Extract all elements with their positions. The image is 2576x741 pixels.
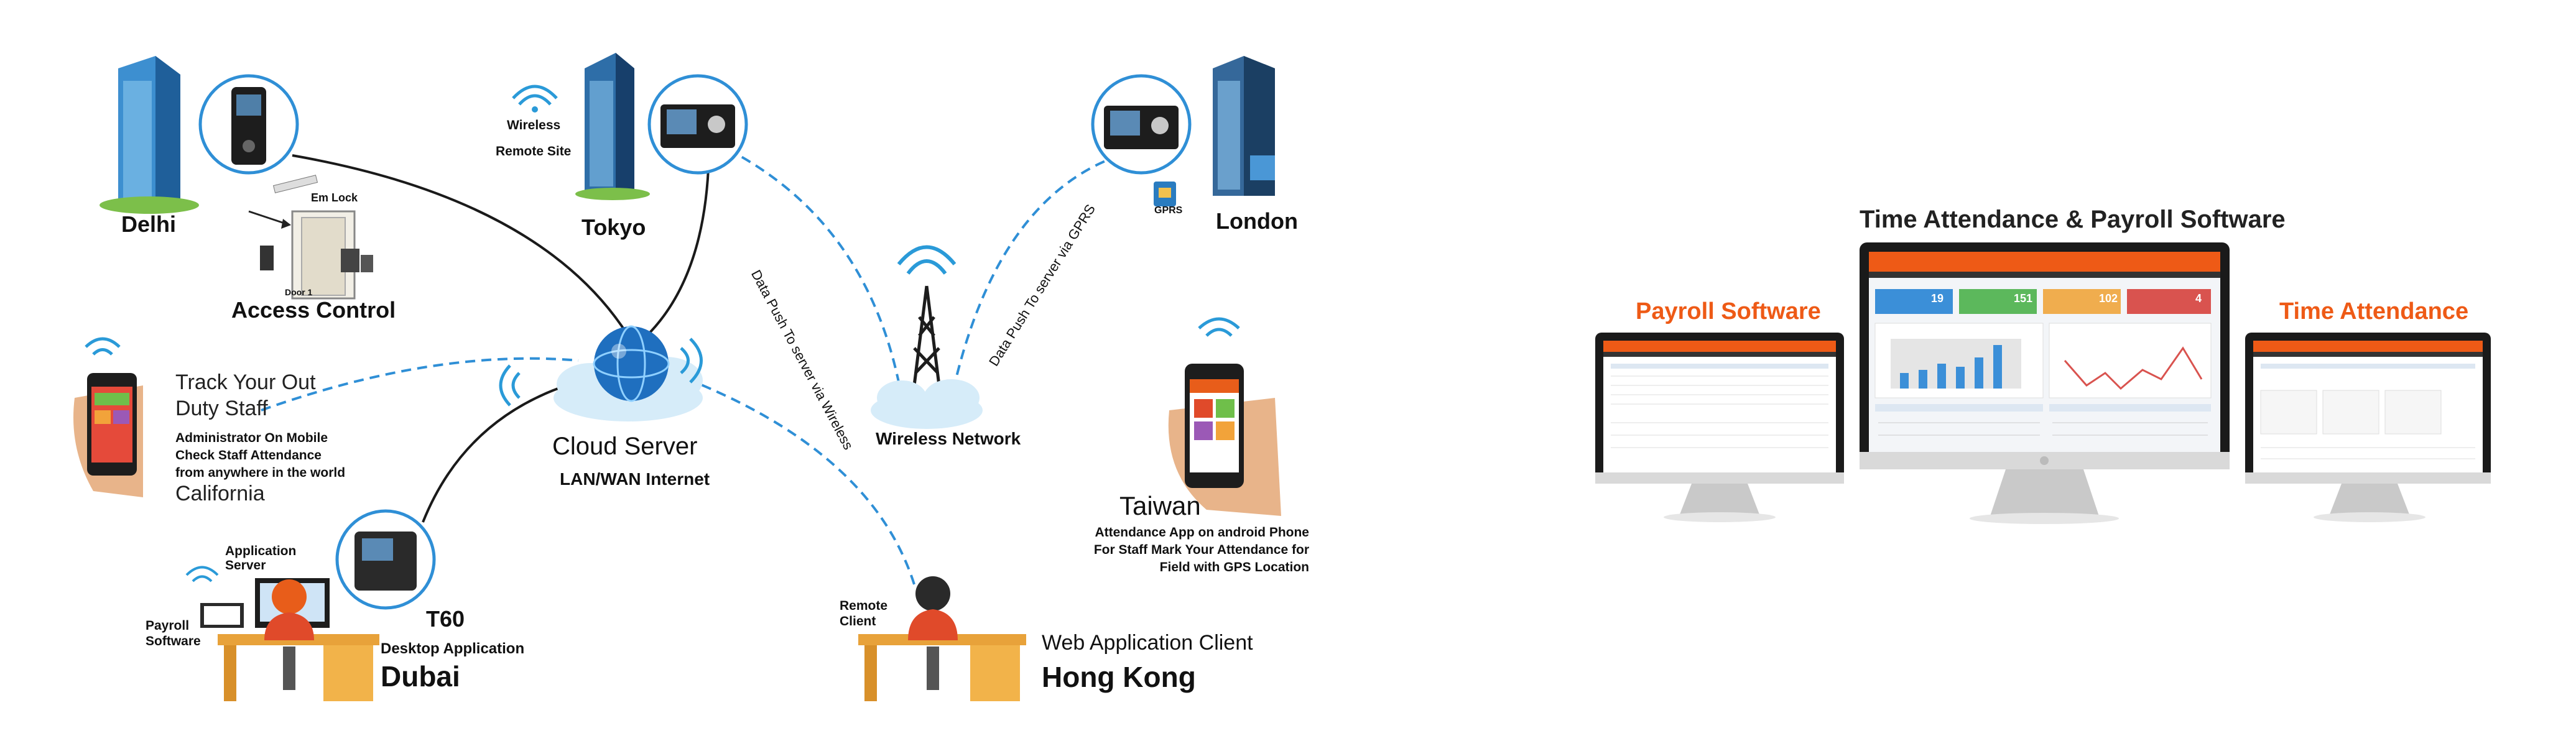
remote-site-label: Remote Site (496, 144, 572, 159)
taiwan-desc-line1: Attendance App on android Phone (1095, 525, 1309, 540)
stat-box-2: 151 (2014, 292, 2033, 305)
track-staff-line1: Track Your Out (175, 370, 316, 394)
delhi-building-icon (100, 56, 199, 214)
stat-box-3: 102 (2099, 292, 2118, 305)
london-label: London (1216, 208, 1298, 234)
wireless-network-label: Wireless Network (876, 429, 1021, 448)
gprs-label: GPRS (1154, 205, 1183, 216)
taiwan-wifi-icon (1198, 317, 1240, 337)
dubai-wifi-icon (185, 566, 219, 582)
web-app-client-label: Web Application Client (1042, 631, 1253, 655)
globe-icon (593, 325, 670, 402)
delhi-label: Delhi (121, 211, 177, 237)
door-label: Door 1 (285, 287, 313, 297)
admin-mobile-line1: Administrator On Mobile (175, 431, 328, 445)
london-biometric-icon (1091, 74, 1192, 175)
track-staff-line2: Duty Staff (175, 397, 268, 420)
cloud-server-label: Cloud Server (552, 433, 698, 460)
admin-phone-icon (73, 373, 143, 497)
taiwan-label: Taiwan (1119, 491, 1201, 520)
link-london-wireless (950, 154, 1120, 398)
t60-label: T60 (426, 606, 465, 632)
remote-label: Remote (840, 599, 888, 613)
left-monitor (1595, 333, 1844, 522)
server-label: Server (225, 558, 266, 573)
stat-box-1: 19 (1931, 292, 1944, 305)
link-tokyo-wireless (727, 148, 903, 398)
wireless-cloud-icon (871, 379, 983, 429)
taiwan-desc-line2: For Staff Mark Your Attendance for (1093, 543, 1309, 557)
cloud-wifi-left-icon (499, 364, 521, 407)
phone-wifi-icon (85, 337, 121, 356)
cell-tower-icon (909, 285, 944, 411)
tokyo-label: Tokyo (581, 214, 646, 240)
em-lock-label: Em Lock (311, 191, 358, 204)
right-monitor (2245, 333, 2491, 522)
android-phone-icon (1168, 364, 1281, 516)
link-california-cloud (261, 357, 579, 412)
tokyo-biometric-icon (647, 74, 748, 175)
dubai-label: Dubai (381, 660, 460, 693)
admin-mobile-line3: from anywhere in the world (175, 466, 346, 480)
hongkong-label: Hong Kong (1042, 661, 1196, 693)
delhi-biometric-icon (198, 74, 299, 175)
admin-mobile-line2: Check Staff Attendance (175, 448, 322, 463)
taiwan-desc-line3: Field with GPS Location (1159, 560, 1309, 574)
software-label: Software (146, 634, 201, 648)
tower-signal-icon (897, 245, 957, 275)
gprs-sim-icon (1154, 182, 1176, 206)
access-control-label: Access Control (231, 297, 396, 323)
dubai-person-icon (264, 579, 314, 690)
desktop-app-label: Desktop Application (381, 640, 525, 657)
time-attendance-title: Time Attendance (2279, 298, 2469, 324)
link-cloud-hongkong (671, 372, 915, 585)
software-title: Time Attendance & Payroll Software (1860, 206, 2286, 233)
wireless-label: Wireless (507, 118, 561, 132)
center-monitor (1860, 242, 2230, 524)
tokyo-wifi-icon (512, 85, 558, 113)
lan-wan-label: LAN/WAN Internet (560, 469, 710, 489)
california-label: California (175, 482, 265, 505)
t60-device-icon (335, 509, 436, 610)
london-building-icon (1213, 56, 1275, 196)
hongkong-person-icon (908, 576, 958, 690)
link-delhi-cloud (292, 154, 629, 337)
link-tokyo-cloud (646, 142, 710, 337)
payroll-label: Payroll (146, 619, 190, 633)
tokyo-building-icon (575, 53, 650, 200)
stat-box-4: 4 (2195, 292, 2202, 305)
application-label: Application (225, 544, 297, 558)
client-label: Client (840, 614, 876, 628)
cloud-wifi-right-icon (680, 338, 703, 384)
payroll-software-title: Payroll Software (1636, 298, 1821, 324)
access-control-door-icon (248, 175, 373, 300)
